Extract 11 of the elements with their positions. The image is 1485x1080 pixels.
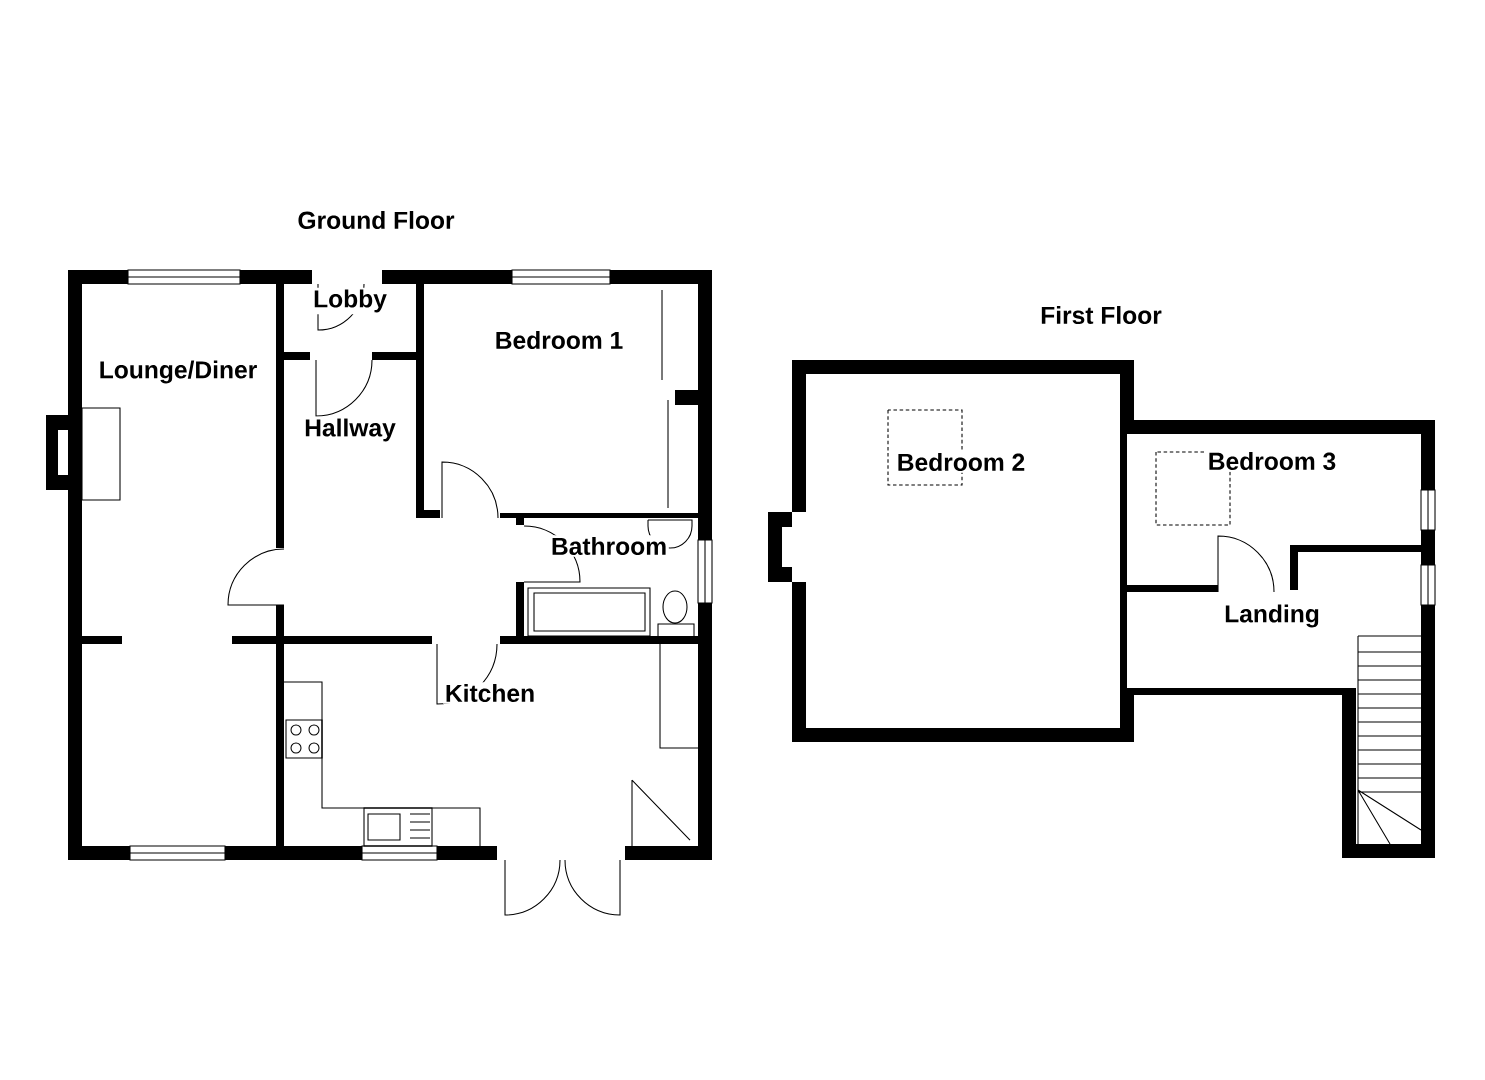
room-label: Bedroom 2	[895, 451, 1027, 473]
room-label: Lobby	[311, 287, 389, 315]
room-label: Bedroom 3	[1206, 450, 1338, 472]
floor-heading: First Floor	[1038, 304, 1164, 326]
room-label: Landing	[1222, 602, 1322, 630]
room-label: Kitchen	[443, 682, 537, 704]
room-label: Lounge/Diner	[97, 358, 259, 386]
room-label: Bathroom	[549, 535, 669, 557]
room-label: Bedroom 1	[493, 329, 625, 351]
floor-heading: Ground Floor	[295, 209, 457, 231]
room-label: Hallway	[302, 416, 398, 444]
